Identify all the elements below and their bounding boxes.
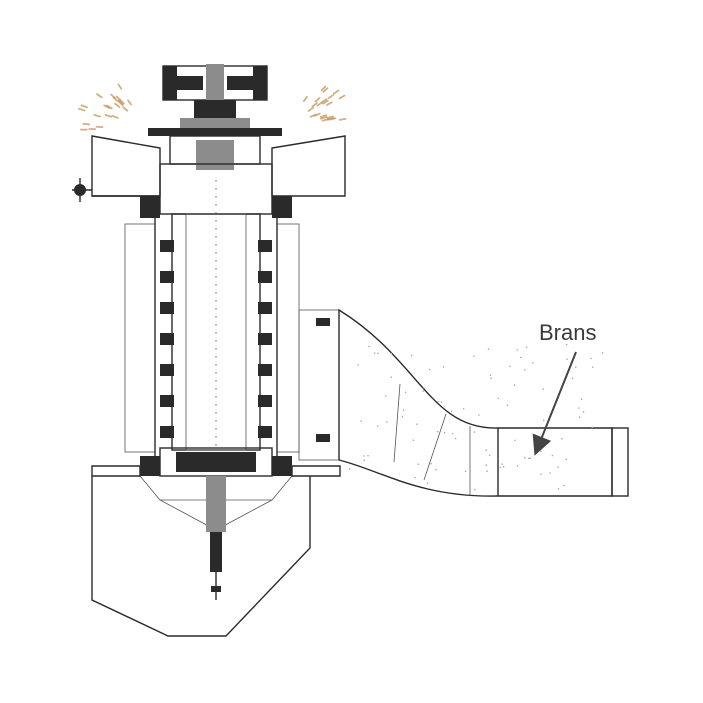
- rotor-housing: [125, 164, 299, 476]
- brans-callout: Brans: [536, 320, 596, 452]
- brans-arrow: [536, 352, 576, 452]
- brans-label: Brans: [539, 320, 596, 345]
- top-drive-assembly: [148, 64, 282, 170]
- discharge-base: [92, 466, 340, 636]
